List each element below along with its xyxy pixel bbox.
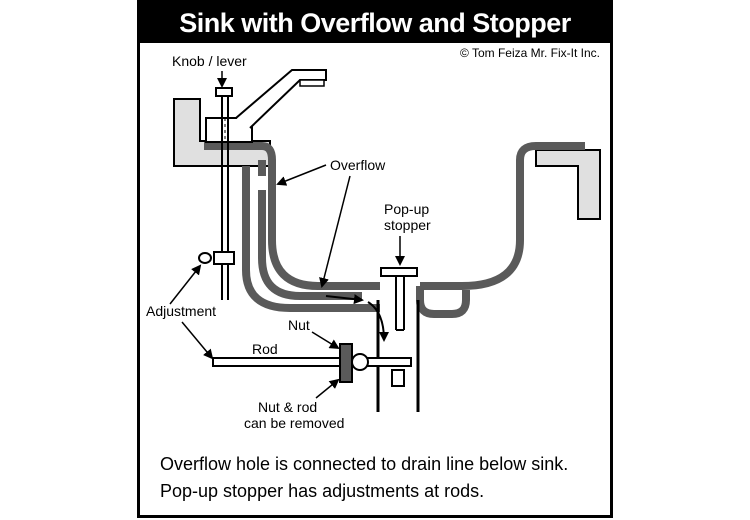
label-overflow: Overflow	[330, 157, 386, 173]
sink-bowl-right-wall	[420, 142, 585, 290]
label-rod: Rod	[252, 341, 278, 357]
pivot-rod	[212, 357, 412, 367]
label-adjustment: Adjustment	[146, 303, 216, 319]
countertop-right	[535, 149, 601, 220]
diagram-title: Sink with Overflow and Stopper	[179, 7, 571, 38]
pivot-ball	[351, 353, 369, 371]
knob-lever-icon	[215, 87, 233, 97]
copyright-text: © Tom Feiza Mr. Fix-It Inc.	[460, 46, 600, 60]
drain-outlet	[416, 286, 470, 318]
leader-nut	[311, 331, 340, 350]
leader-nut-rod	[315, 378, 340, 399]
leader-overflow-lower	[319, 175, 351, 288]
faucet-aerator	[299, 79, 325, 87]
leader-adjustment-lower	[181, 321, 214, 360]
label-knob-lever: Knob / lever	[172, 53, 247, 69]
stopper-cap	[380, 267, 418, 277]
thumbscrew-icon	[198, 252, 212, 264]
leader-adjustment-upper	[169, 264, 202, 305]
pivot-nut	[339, 343, 353, 383]
label-popup-line2: stopper	[384, 217, 431, 233]
title-bar: Sink with Overflow and Stopper	[140, 3, 610, 43]
caption-line1: Overflow hole is connected to drain line…	[160, 454, 568, 474]
caption-line2: Pop-up stopper has adjustments at rods.	[160, 481, 484, 501]
stopper-tail	[391, 369, 405, 387]
label-nut: Nut	[288, 317, 310, 333]
label-nut-rod-line1: Nut & rod	[258, 399, 317, 415]
sink-bowl-left-wall	[204, 142, 380, 290]
overflow-channel-inner	[258, 190, 362, 300]
flow-arrow-2	[367, 301, 389, 342]
overflow-channel	[242, 166, 380, 312]
faucet-spout	[235, 69, 327, 129]
label-nut-rod-line2: can be removed	[244, 415, 344, 431]
rod-clip	[213, 251, 235, 265]
flow-arrow-1	[325, 294, 364, 305]
label-popup-line1: Pop-up	[384, 201, 429, 217]
leader-overflow-upper	[276, 164, 327, 186]
